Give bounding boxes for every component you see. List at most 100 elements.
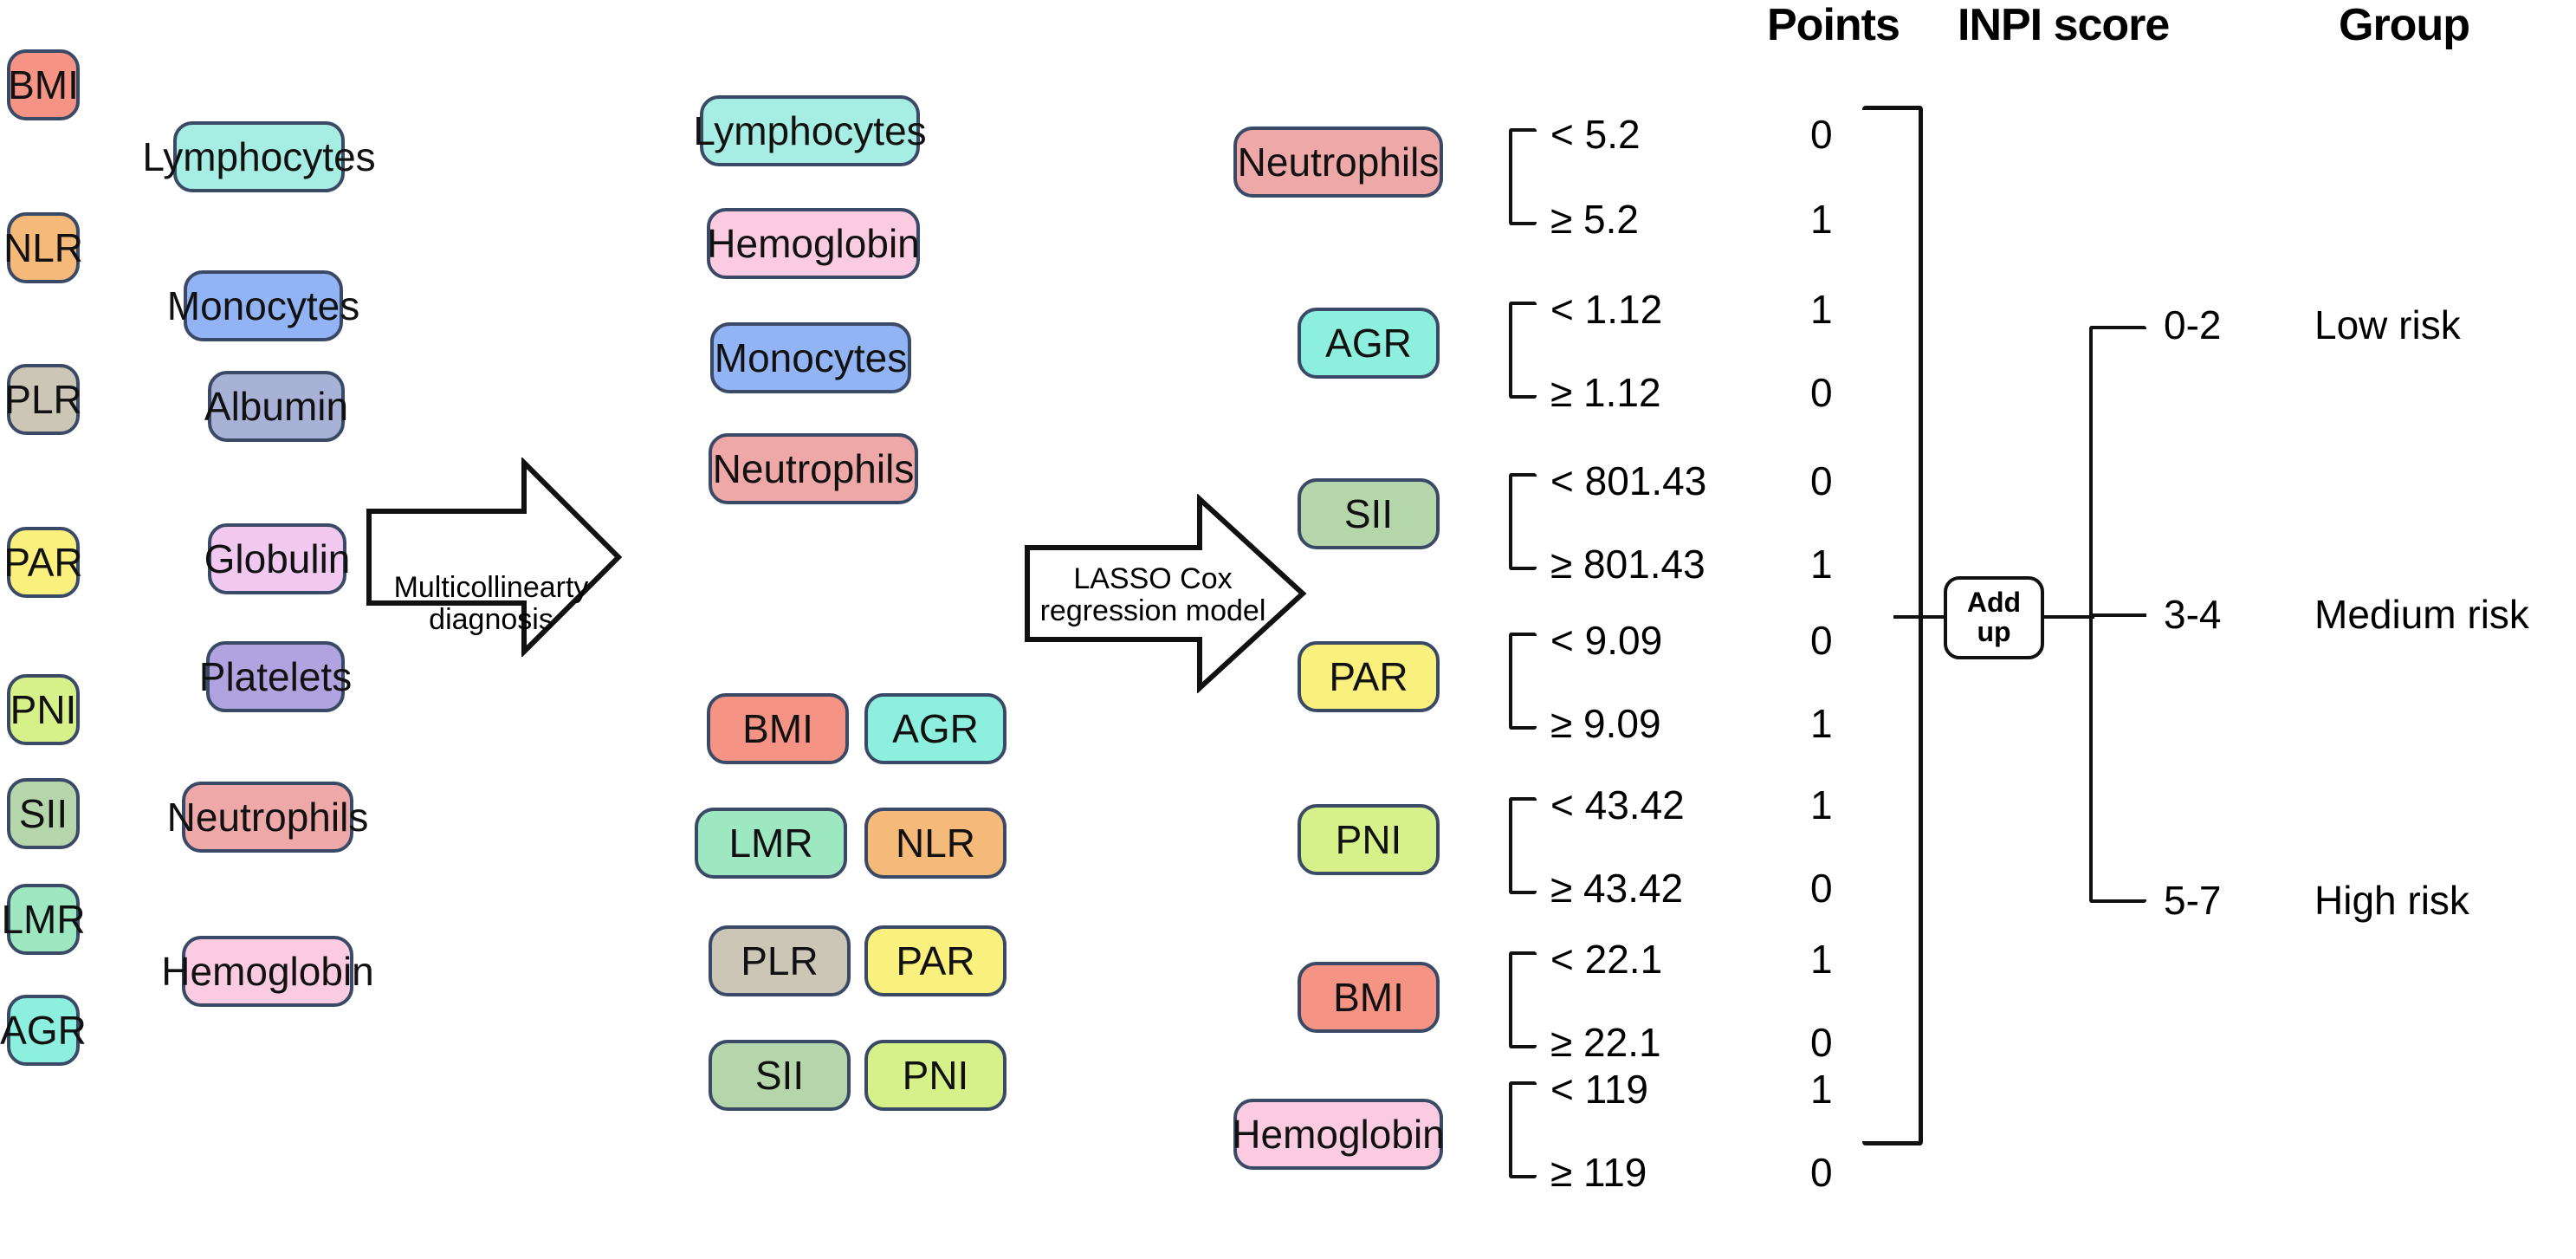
score-high-cond-hemoglobin: ≥ 119 (1550, 1150, 1647, 1195)
score-high-points-neutrophils: 1 (1810, 197, 1833, 242)
col2-label-hemoglobin: Hemoglobin (161, 949, 374, 994)
score-high-cond-par: ≥ 9.09 (1550, 701, 1661, 746)
score-low-points-pni: 1 (1810, 782, 1833, 827)
col3-label-agr: AGR (892, 706, 979, 751)
add-up-line2: up (1977, 616, 2011, 647)
score-node-par[interactable]: PAR (1298, 641, 1440, 712)
col2-label-platelets: Platelets (198, 654, 353, 699)
score-bracket-pni (1509, 797, 1537, 894)
score-high-points-par: 1 (1810, 701, 1833, 746)
col1-label-pni: PNI (10, 687, 77, 732)
score-node-hemoglobin[interactable]: Hemoglobin (1232, 1099, 1445, 1170)
col1-node-nlr[interactable]: NLR (3, 212, 83, 283)
addup-connector-left (1893, 615, 1945, 619)
col2-label-monocytes: Monocytes (166, 283, 360, 328)
score-low-cond-sii: < 801.43 (1550, 458, 1707, 503)
points-aggregate-bracket (1862, 106, 1923, 1145)
arrow-multicollinearity-label: Multicollinearty diagnosis (374, 571, 608, 637)
score-bracket-sii (1509, 473, 1537, 570)
score-bracket-agr (1509, 302, 1537, 399)
col1-node-pni[interactable]: PNI (7, 674, 80, 745)
arrow1-line2: diagnosis (429, 603, 553, 637)
score-high-points-agr: 0 (1810, 370, 1833, 415)
score-low-cond-par: < 9.09 (1550, 618, 1663, 663)
col3-label-plr: PLR (741, 938, 819, 983)
col3-label-nlr: NLR (895, 821, 976, 866)
score-high-cond-pni: ≥ 43.42 (1550, 866, 1684, 911)
score-low-points-neutrophils: 0 (1810, 112, 1833, 157)
col3-node-neutrophils[interactable]: Neutrophils (709, 433, 918, 504)
group-score-low: 0-2 (2164, 302, 2222, 347)
col3-node-lmr[interactable]: LMR (695, 808, 847, 879)
col3-node-lymphocytes[interactable]: Lymphocytes (693, 95, 927, 166)
score-node-agr[interactable]: AGR (1298, 308, 1440, 379)
score-label-hemoglobin: Hemoglobin (1232, 1112, 1445, 1157)
group-score-high: 5-7 (2164, 878, 2222, 923)
score-bracket-par (1509, 633, 1537, 730)
score-low-points-bmi: 1 (1810, 937, 1833, 982)
col3-node-sii[interactable]: SII (709, 1040, 851, 1111)
col3-node-hemoglobin[interactable]: Hemoglobin (707, 208, 920, 279)
score-low-points-sii: 0 (1810, 458, 1833, 503)
col3-label-lmr: LMR (728, 821, 813, 866)
col2-label-globulin: Globulin (204, 536, 351, 581)
col3-label-monocytes: Monocytes (714, 335, 908, 380)
score-low-cond-pni: < 43.42 (1550, 782, 1685, 827)
col1-label-lmr: LMR (1, 897, 86, 942)
score-bracket-hemoglobin (1509, 1081, 1537, 1178)
score-low-cond-hemoglobin: < 119 (1550, 1067, 1648, 1112)
col2-node-albumin[interactable]: Albumin (204, 371, 348, 442)
col2-label-albumin: Albumin (204, 384, 349, 429)
score-low-cond-neutrophils: < 5.2 (1550, 112, 1641, 157)
col3-node-pni[interactable]: PNI (864, 1040, 1006, 1111)
arrow1-line1: Multicollinearty (393, 571, 589, 604)
col3-label-hemoglobin: Hemoglobin (707, 221, 920, 266)
score-node-bmi[interactable]: BMI (1298, 962, 1440, 1033)
col2-node-neutrophils[interactable]: Neutrophils (167, 782, 368, 853)
score-high-cond-bmi: ≥ 22.1 (1550, 1020, 1661, 1065)
col3-node-par[interactable]: PAR (864, 925, 1006, 996)
col2-node-globulin[interactable]: Globulin (204, 523, 350, 594)
col3-node-nlr[interactable]: NLR (864, 808, 1006, 879)
col1-node-plr[interactable]: PLR (4, 364, 82, 435)
col1-node-lmr[interactable]: LMR (1, 884, 86, 955)
group-label-low: Low risk (2314, 302, 2461, 347)
addup-connector-right (2042, 615, 2094, 619)
col3-node-bmi[interactable]: BMI (707, 693, 849, 764)
col2-node-lymphocytes[interactable]: Lymphocytes (142, 121, 376, 192)
group-tick-medium (2089, 613, 2146, 617)
score-node-pni[interactable]: PNI (1298, 804, 1440, 875)
score-label-bmi: BMI (1333, 975, 1404, 1020)
add-up-box[interactable]: Add up (1944, 576, 2044, 659)
col2-label-lymphocytes: Lymphocytes (142, 134, 376, 179)
col2-node-monocytes[interactable]: Monocytes (167, 270, 359, 341)
col3-label-bmi: BMI (742, 706, 813, 751)
score-bracket-bmi (1509, 951, 1537, 1048)
col3-label-par: PAR (896, 938, 975, 983)
header-points: Points (1767, 0, 1900, 50)
score-node-neutrophils[interactable]: Neutrophils (1233, 127, 1443, 198)
col1-node-par[interactable]: PAR (3, 527, 83, 598)
col3-node-plr[interactable]: PLR (709, 925, 851, 996)
score-high-cond-neutrophils: ≥ 5.2 (1550, 197, 1639, 242)
col1-label-nlr: NLR (3, 225, 84, 270)
score-node-sii[interactable]: SII (1298, 478, 1440, 549)
score-low-points-par: 0 (1810, 618, 1833, 663)
col3-label-sii: SII (754, 1053, 805, 1098)
col3-node-agr[interactable]: AGR (864, 693, 1006, 764)
col2-node-platelets[interactable]: Platelets (199, 641, 352, 712)
col3-label-lymphocytes: Lymphocytes (693, 108, 927, 153)
score-high-points-sii: 1 (1810, 542, 1833, 587)
group-label-medium: Medium risk (2314, 592, 2529, 637)
col1-node-bmi[interactable]: BMI (7, 49, 80, 120)
col1-node-sii[interactable]: SII (7, 778, 80, 849)
col3-label-pni: PNI (902, 1053, 969, 1098)
group-label-high: High risk (2314, 878, 2469, 923)
score-label-sii: SII (1343, 491, 1394, 536)
col2-node-hemoglobin[interactable]: Hemoglobin (161, 936, 374, 1007)
score-label-neutrophils: Neutrophils (1237, 140, 1440, 185)
col1-node-agr[interactable]: AGR (0, 995, 87, 1066)
col3-node-monocytes[interactable]: Monocytes (710, 322, 911, 393)
arrow-multicollinearity (364, 458, 624, 657)
score-high-cond-sii: ≥ 801.43 (1550, 542, 1705, 587)
